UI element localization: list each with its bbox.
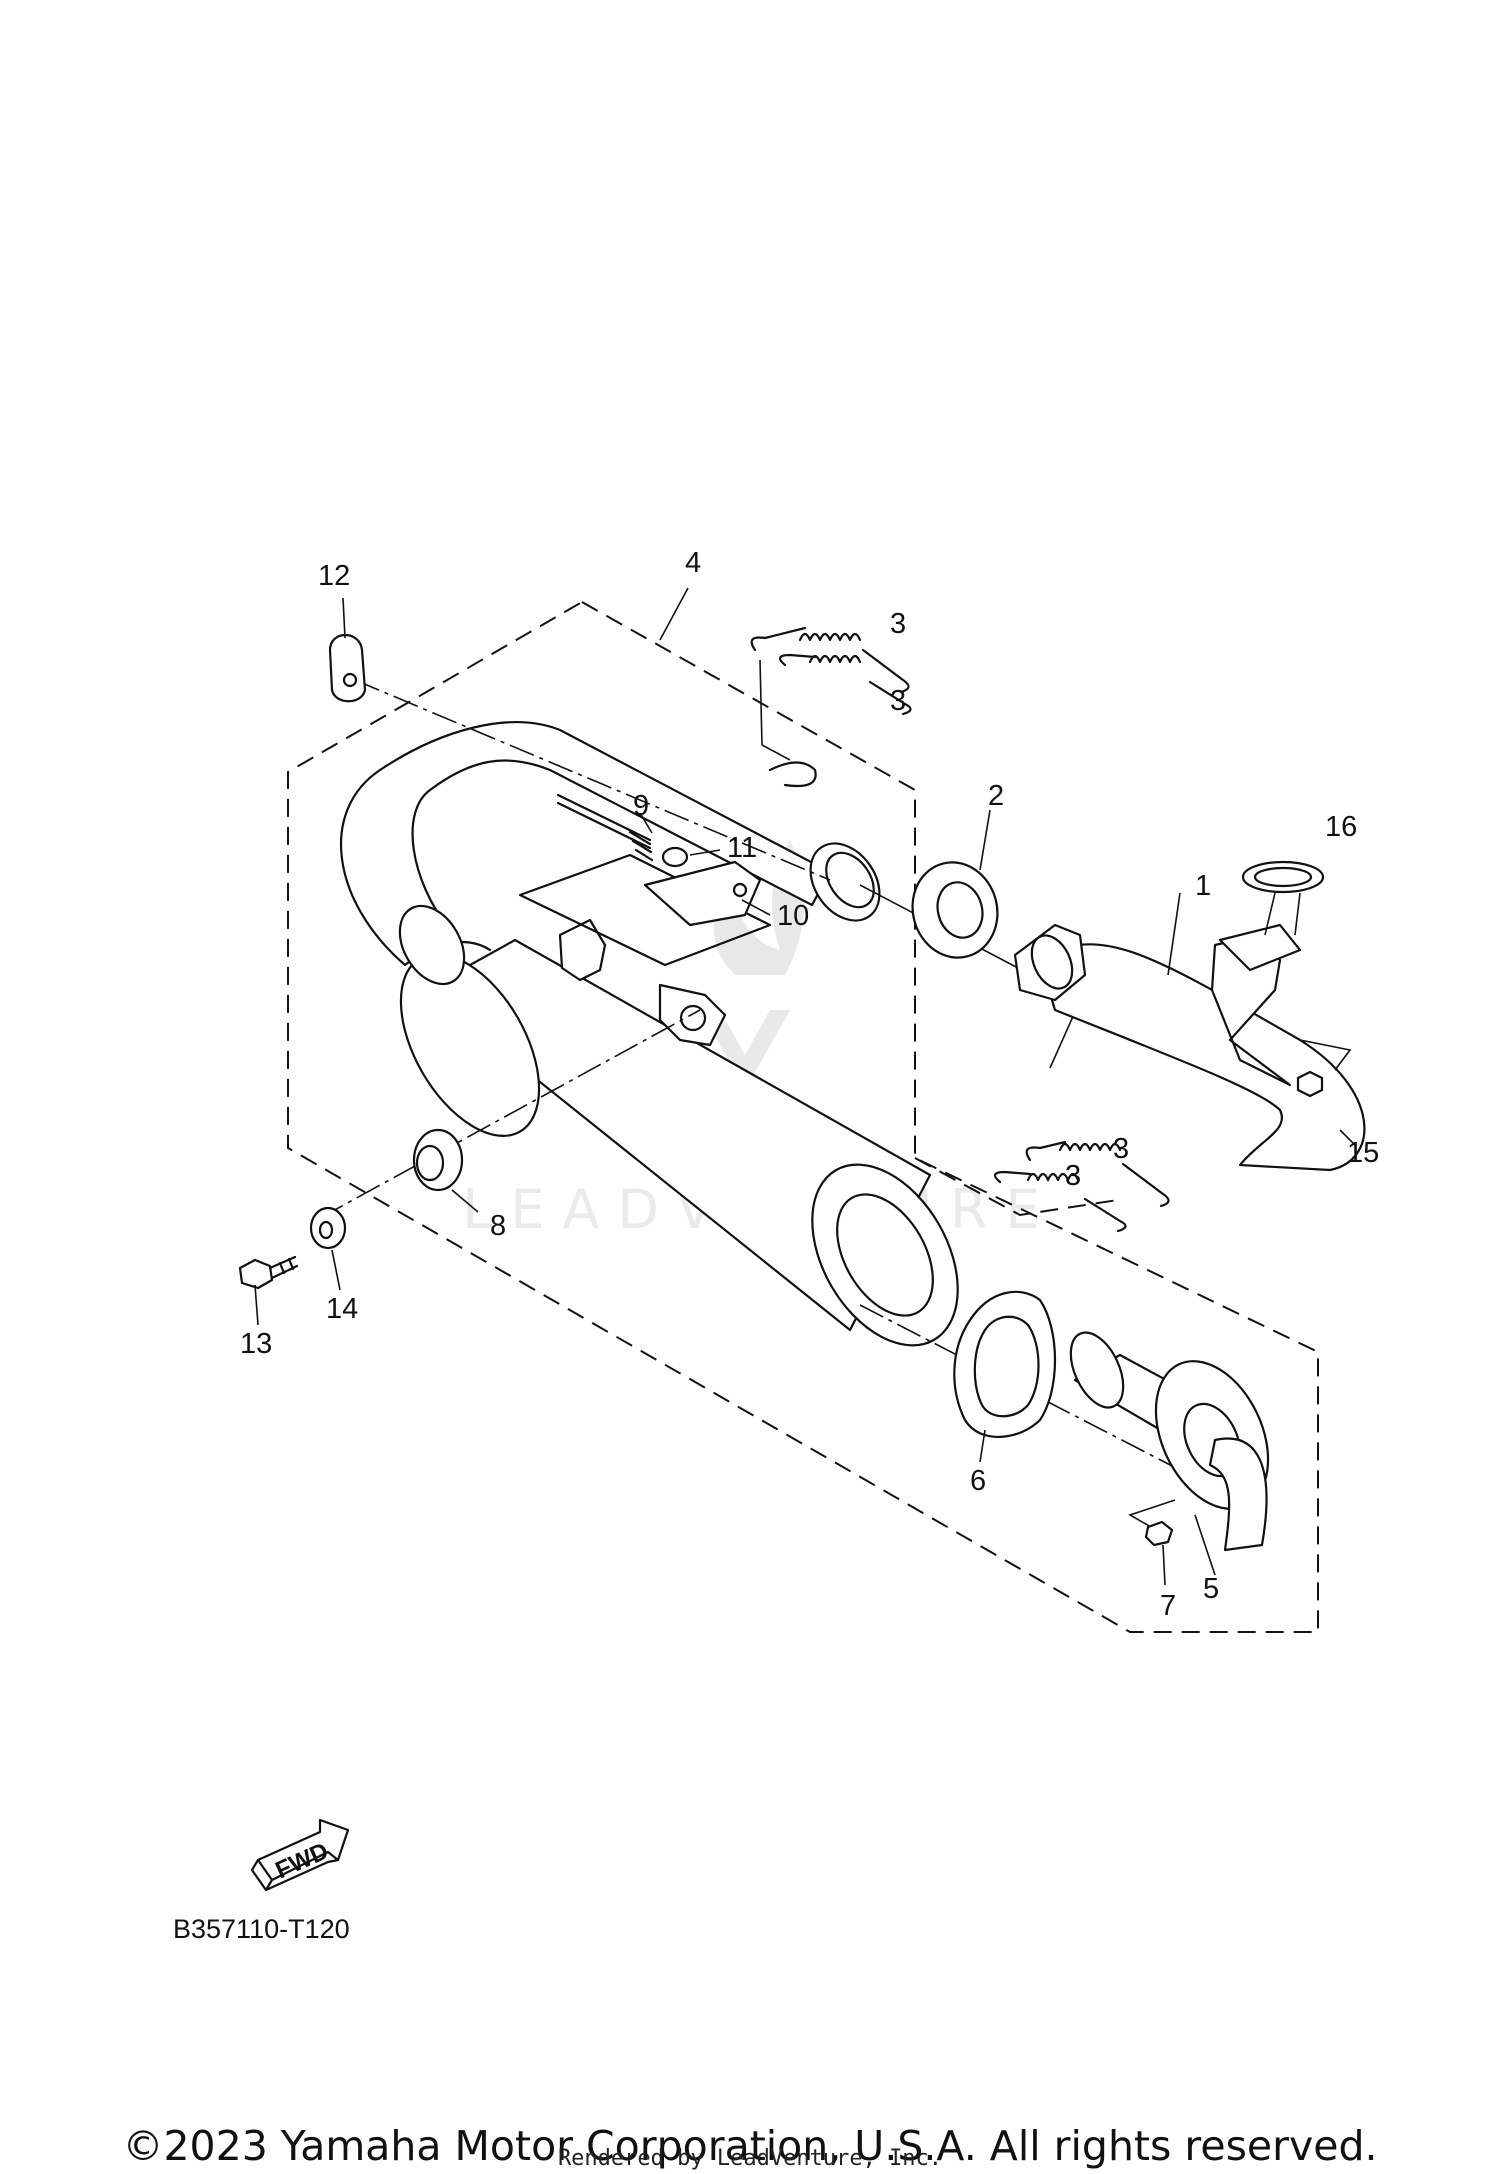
callout-5: 5 xyxy=(1203,1573,1219,1605)
callout-2: 2 xyxy=(988,780,1004,812)
center-line-12 xyxy=(354,679,831,881)
tail-pipe-5 xyxy=(1069,1331,1270,1552)
callout-11: 11 xyxy=(727,832,757,864)
callout-10: 10 xyxy=(777,900,809,932)
spring-hook xyxy=(768,761,817,788)
callout-16: 16 xyxy=(1325,811,1357,843)
muffler-inlet-pipe xyxy=(340,721,881,986)
nut-15 xyxy=(1296,1070,1324,1098)
gasket-2 xyxy=(911,861,999,959)
spring-3-lower xyxy=(993,1140,1170,1233)
callout-15: 15 xyxy=(1347,1137,1379,1169)
header-pipe-outline xyxy=(914,1157,1119,1217)
spring-3-upper xyxy=(750,626,912,716)
damper-8 xyxy=(412,1128,464,1192)
bolt-9 xyxy=(556,793,654,862)
bracket-plate-10 xyxy=(518,853,772,967)
v-logo-icon xyxy=(700,1010,790,1090)
callout-14: 14 xyxy=(326,1293,358,1325)
washer-11 xyxy=(661,846,689,868)
callout-13: 13 xyxy=(240,1328,272,1360)
washer-14 xyxy=(309,1206,347,1250)
screw-7 xyxy=(1144,1520,1174,1547)
callout-3a: 3 xyxy=(890,608,906,640)
exhaust-pipe-1 xyxy=(1013,923,1366,1172)
bolt-13 xyxy=(238,1255,299,1290)
callout-1: 1 xyxy=(1195,870,1211,902)
grommet-12 xyxy=(328,634,367,703)
callout-4: 4 xyxy=(685,547,701,579)
copyright-notice: ©2023 Yamaha Motor Corporation, U.S.A. A… xyxy=(122,2122,1378,2170)
center-line-8 xyxy=(319,1009,701,1219)
callout-9: 9 xyxy=(633,790,649,822)
callout-12: 12 xyxy=(318,560,350,592)
callout-8: 8 xyxy=(490,1210,506,1242)
callout-6: 6 xyxy=(970,1465,986,1497)
callout-3b: 3 xyxy=(890,685,906,717)
fwd-arrow-icon: FWD xyxy=(250,1818,350,1892)
upper-bracket xyxy=(558,918,607,982)
gasket-16 xyxy=(1241,860,1325,894)
callout-7: 7 xyxy=(1160,1590,1176,1622)
callout-3d: 3 xyxy=(1065,1160,1081,1192)
callout-3c: 3 xyxy=(1113,1133,1129,1165)
bracket-10 xyxy=(643,860,762,927)
muffler-body xyxy=(398,938,959,1347)
diagram-code: B357110-T120 xyxy=(173,1914,350,1944)
rendered-by-credit: Rendered by LeadVenture, Inc. xyxy=(557,2146,943,2171)
